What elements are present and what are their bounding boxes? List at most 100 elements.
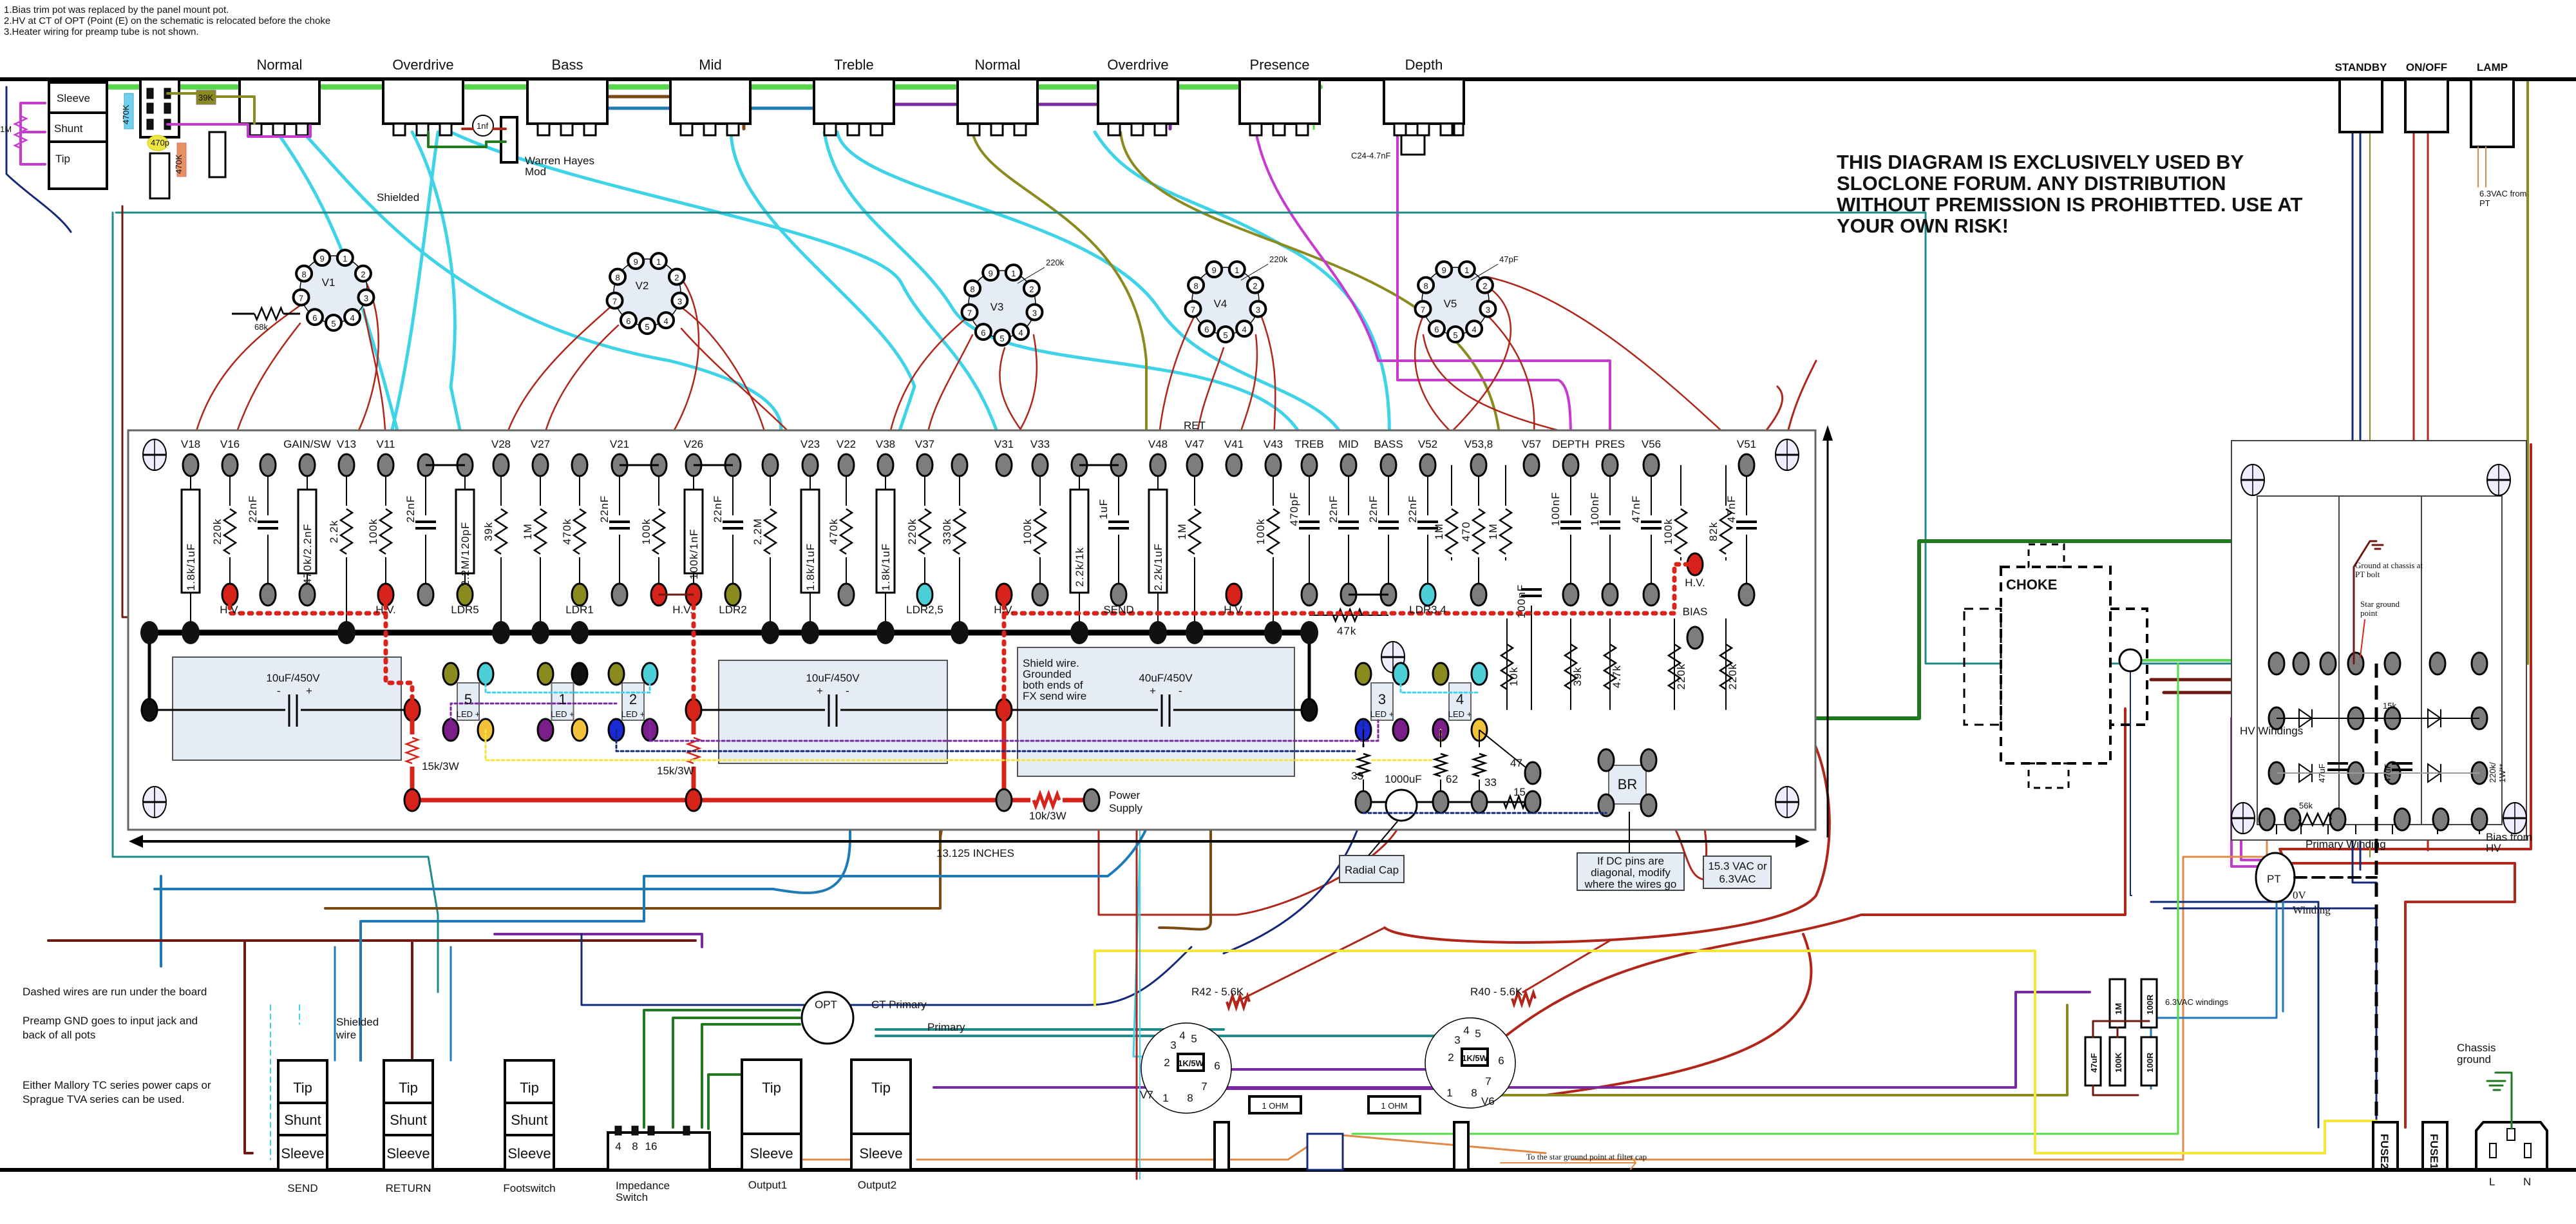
tube-pin — [638, 317, 656, 335]
hv-turret — [403, 788, 421, 812]
chassis-ground-wire — [2486, 1071, 2513, 1130]
resistor-icon — [1673, 508, 1689, 555]
hv-dashed-wire — [227, 562, 1698, 712]
1k5w-resistor — [1177, 1053, 1205, 1072]
15-ohm-label: 15 — [1513, 786, 1526, 798]
bias-turret — [2393, 807, 2411, 832]
bridge-pin — [1640, 748, 1658, 772]
1-ohm-label: 1 OHM — [1262, 1101, 1288, 1111]
star-ground-note: To the star ground point at filter cap — [1526, 1152, 1647, 1162]
capacitor-icon — [1299, 521, 1320, 530]
octal-pin-number: 2 — [1448, 1051, 1454, 1064]
turret-top — [1738, 453, 1756, 477]
turret-bottom — [571, 582, 589, 607]
led-plus-label: LED + — [621, 709, 645, 719]
tube-pin — [1475, 276, 1494, 294]
octal-pin-number: 7 — [1485, 1075, 1491, 1087]
lower-label: LDR2,5 — [906, 604, 943, 616]
jack-shunt-label: Shunt — [390, 1112, 427, 1128]
turret-top — [1470, 453, 1488, 477]
jack-tip-label: Tip — [762, 1080, 781, 1096]
dropping-resistor-label: 15k/3W — [422, 760, 459, 772]
jack-Footswitch — [504, 1059, 555, 1171]
turret-label: V47 — [1185, 438, 1204, 450]
pot-label: Presence — [1250, 57, 1310, 73]
shield-dashed — [270, 1004, 300, 1160]
turret-label: V27 — [531, 438, 550, 450]
tube-pin — [325, 314, 343, 332]
fuse-label: FUSE2 — [2378, 1134, 2391, 1169]
potentiometer-6 — [1097, 78, 1179, 125]
turret-top — [1419, 453, 1437, 477]
header-note: 3.Heater wiring for preamp tube is not s… — [4, 26, 199, 37]
1m-resistor-icon — [13, 115, 28, 149]
impedance-tap-label: 4 — [615, 1140, 621, 1152]
pin-number: 6 — [1434, 325, 1439, 334]
resistor-icon — [1499, 643, 1515, 691]
pin-number: 9 — [1212, 265, 1217, 275]
lower-label: H.V. — [220, 604, 240, 616]
tube-pin — [619, 311, 638, 330]
tube-pin — [993, 329, 1011, 347]
cap-polarity: - — [846, 685, 849, 697]
resistor-icon — [1563, 643, 1578, 691]
pin-number: 8 — [615, 273, 620, 283]
switch-lug — [164, 102, 171, 114]
pin-number: 4 — [1242, 325, 1246, 334]
47-ohm-label: 47 — [1510, 757, 1522, 769]
tube-pin — [1227, 260, 1246, 279]
power-board-turret — [2319, 651, 2337, 676]
jack-tip-label: Tip — [293, 1080, 312, 1096]
power-supply-label: Supply — [1109, 802, 1142, 814]
pot-lug — [583, 122, 597, 137]
tube-pin — [1187, 276, 1206, 294]
pin-number: 2 — [1029, 285, 1034, 294]
dc-pins-note-text: where the wires go — [1584, 878, 1677, 890]
turret-label: V16 — [220, 438, 240, 450]
capacitor-icon — [1560, 521, 1581, 530]
turret-top — [837, 453, 855, 477]
tube-pin — [292, 288, 310, 307]
pot-lug — [1439, 122, 1454, 137]
hv-turret — [221, 582, 239, 607]
octal-pin-number: 4 — [1179, 1029, 1185, 1042]
purple-wire — [493, 933, 703, 948]
turret-top — [1186, 453, 1204, 477]
470k-resistor-b — [176, 142, 187, 177]
mask — [721, 515, 744, 535]
lower-label: H.V. — [375, 604, 396, 616]
pot-label: Overdrive — [392, 57, 453, 73]
turret-bottom — [916, 582, 934, 607]
pin-number: 3 — [364, 294, 368, 303]
resistor-icon — [1667, 643, 1682, 691]
tube-pin — [981, 263, 1000, 282]
turret-label: V51 — [1737, 438, 1756, 450]
supply-wire — [1097, 799, 1403, 916]
potentiometer-1 — [382, 78, 464, 125]
tube-pin — [1217, 325, 1235, 343]
component-value: 330k — [941, 519, 953, 545]
mask — [414, 515, 437, 535]
hv-feed-wire — [1480, 707, 2126, 1058]
pin-number: 1 — [1011, 269, 1016, 278]
jack-tip-label: Tip — [520, 1080, 539, 1096]
component-value: 100k — [1021, 519, 1034, 545]
turret-label: V11 — [377, 438, 395, 450]
tube-socket-V4 — [1184, 260, 1267, 343]
turret-bottom — [1110, 582, 1128, 607]
v5-47pf-label: 47pF — [1499, 254, 1519, 264]
pot-label: Normal — [975, 57, 1021, 73]
impedance-tap-label: 16 — [645, 1140, 658, 1152]
resistor-icon — [1718, 643, 1734, 691]
lamp-socket — [2470, 78, 2515, 148]
mask — [1107, 515, 1130, 535]
56k-label: 56k — [2299, 801, 2313, 810]
iec-pin-ground — [2506, 1128, 2515, 1141]
led-plus-label: LED + — [457, 709, 480, 719]
lamp-note: 6.3VAC from — [2479, 189, 2526, 198]
pin-number: 7 — [1421, 305, 1425, 315]
pot-lug — [1249, 122, 1263, 137]
turret-top — [1522, 453, 1540, 477]
pot-lug — [679, 122, 694, 137]
pot-lug — [846, 122, 860, 137]
